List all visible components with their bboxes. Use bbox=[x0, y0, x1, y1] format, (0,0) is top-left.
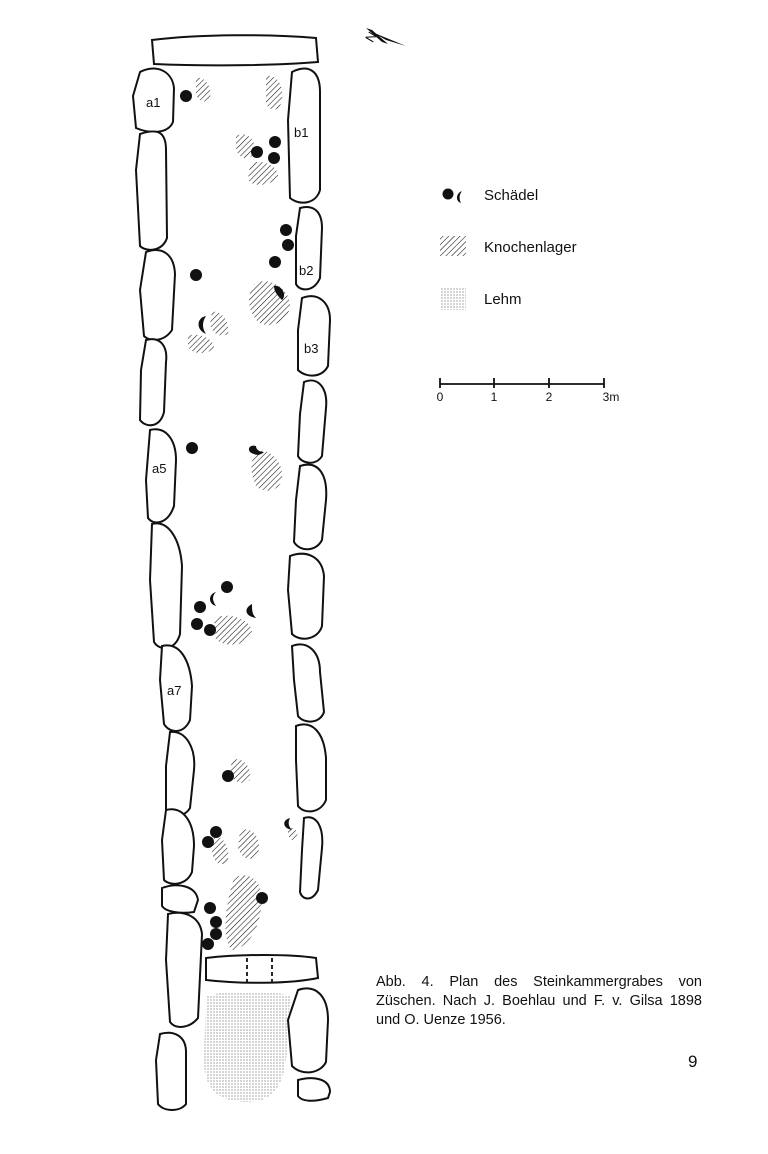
figure-caption: Abb. 4. Plan des Steinkammergrabes von Z… bbox=[376, 974, 702, 1028]
antechamber-east-stone bbox=[286, 987, 330, 1074]
skulls bbox=[180, 90, 294, 950]
stone-label-b2: b2 bbox=[299, 263, 314, 278]
page-number: 9 bbox=[688, 1052, 698, 1071]
scale-tick-1: 1 bbox=[490, 390, 498, 404]
legend-skull-symbol bbox=[442, 188, 462, 203]
legend-bone-label: Knochenlager bbox=[484, 239, 577, 256]
stone-label-b1: b1 bbox=[294, 125, 309, 140]
legend-clay-symbol bbox=[440, 288, 466, 310]
west-wall-stones bbox=[131, 67, 204, 1111]
capstone-north bbox=[150, 34, 320, 67]
scale-tick-0: 0 bbox=[436, 390, 444, 404]
scale-tick-2: 2 bbox=[545, 390, 553, 404]
legend-skull-label: Schädel bbox=[484, 187, 539, 204]
scale-tick-3m: 3m bbox=[602, 390, 620, 404]
clay-area bbox=[204, 991, 290, 1102]
bone-deposits bbox=[188, 75, 298, 950]
legend-bone-symbol bbox=[440, 236, 466, 256]
transverse-slab bbox=[205, 954, 320, 984]
stone-label-a7: a7 bbox=[167, 683, 182, 698]
legend-clay-label: Lehm bbox=[484, 291, 522, 308]
stone-label-b3: b3 bbox=[304, 341, 319, 356]
north-arrow-icon: N bbox=[362, 28, 406, 46]
antechamber-small-stone bbox=[297, 1077, 332, 1102]
stone-label-a5: a5 bbox=[152, 461, 167, 476]
stone-label-a1: a1 bbox=[146, 95, 161, 110]
scale-bar bbox=[439, 378, 605, 388]
east-wall-stones bbox=[286, 67, 332, 900]
